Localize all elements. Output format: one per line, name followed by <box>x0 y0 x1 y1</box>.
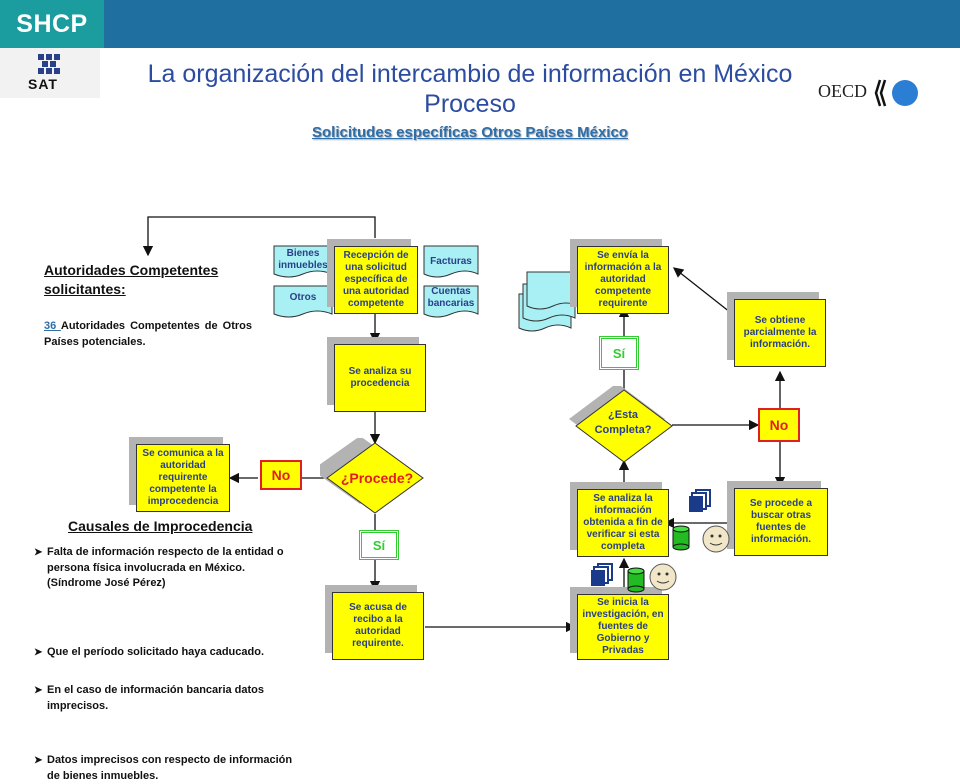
diamond-completa-label: ¿Esta Completa? <box>594 409 652 436</box>
document-stack-icon <box>591 563 613 586</box>
document-stack-icon <box>689 489 711 512</box>
database-cylinder-icon <box>672 525 690 551</box>
doc-facturas <box>423 245 479 278</box>
label-facturas: Facturas <box>430 256 472 267</box>
doc-cuentas <box>423 285 479 318</box>
label-si-completa: Sí <box>599 336 639 370</box>
flow-connectors <box>142 216 786 633</box>
box-envia-informacion: Se envía la información a la autoridad c… <box>577 246 669 314</box>
shcp-logo-text: SHCP <box>16 9 88 38</box>
page-subtitle: Solicitudes específicas Otros Países Méx… <box>312 124 628 141</box>
label-otros: Otros <box>289 292 317 303</box>
box-comunica-improcedencia: Se comunica a la autoridad requirente co… <box>136 444 230 512</box>
autoridades-paragraph: 36 Autoridades Competentes de Otros País… <box>44 318 252 350</box>
sat-logo: SAT <box>0 48 100 98</box>
database-cylinder-icon <box>627 567 645 593</box>
label-bienes: Bienes inmuebles <box>278 248 328 271</box>
sat-logo-text: SAT <box>28 76 58 92</box>
page-title: La organización del intercambio de infor… <box>147 60 793 88</box>
diamond-completa <box>569 386 673 463</box>
box-obtiene-parcial: Se obtiene parcialmente la información. <box>734 299 826 367</box>
people-face-icon <box>702 525 730 553</box>
label-no-completa: No <box>758 408 800 442</box>
autoridades-count-link[interactable]: 36 <box>44 320 61 332</box>
people-face-icon <box>649 563 677 591</box>
page-title-line2: Proceso <box>424 90 516 118</box>
label-si-procede: Sí <box>359 530 399 560</box>
label-no-procede: No <box>260 460 302 490</box>
doc-bienes <box>273 245 333 278</box>
autoridades-heading: Autoridades Competentes solicitantes: <box>44 262 219 297</box>
causal-item: ➤Que el período solicitado haya caducado… <box>34 645 264 658</box>
label-cuentas: Cuentas bancarias <box>427 286 475 309</box>
box-analiza-procedencia: Se analiza su procedencia <box>334 344 426 412</box>
autoridades-description: Autoridades Competentes de Otros Países … <box>44 320 252 348</box>
causales-heading: Causales de Improcedencia <box>68 518 253 534</box>
causal-item: ➤Falta de información respecto de la ent… <box>34 546 284 589</box>
top-bar <box>0 0 960 48</box>
doc-otros <box>273 285 333 318</box>
box-procede-otras-fuentes: Se procede a buscar otras fuentes de inf… <box>734 488 828 556</box>
box-recepcion: Recepción de una solicitud específica de… <box>334 246 418 314</box>
oecd-circle-icon <box>874 79 918 107</box>
oecd-logo: OECD <box>818 76 928 110</box>
box-inicia-investigacion: Se inicia la investigación, en fuentes d… <box>577 594 669 660</box>
causal-item: ➤En el caso de información bancaria dato… <box>34 684 265 712</box>
shcp-logo: SHCP <box>0 0 104 48</box>
box-acusa-recibo: Se acusa de recibo a la autoridad requir… <box>332 592 424 660</box>
box-analiza-informacion: Se analiza la información obtenida a fin… <box>577 489 669 557</box>
document-shapes <box>273 245 479 318</box>
causal-item: ➤Datos imprecisos con respecto de inform… <box>34 754 293 782</box>
oecd-logo-text: OECD <box>818 81 867 101</box>
diamond-procede-label: ¿Procede? <box>340 470 414 486</box>
sat-logo-icon <box>38 54 60 74</box>
document-stack-shape <box>518 271 580 332</box>
diamond-procede <box>320 438 424 514</box>
